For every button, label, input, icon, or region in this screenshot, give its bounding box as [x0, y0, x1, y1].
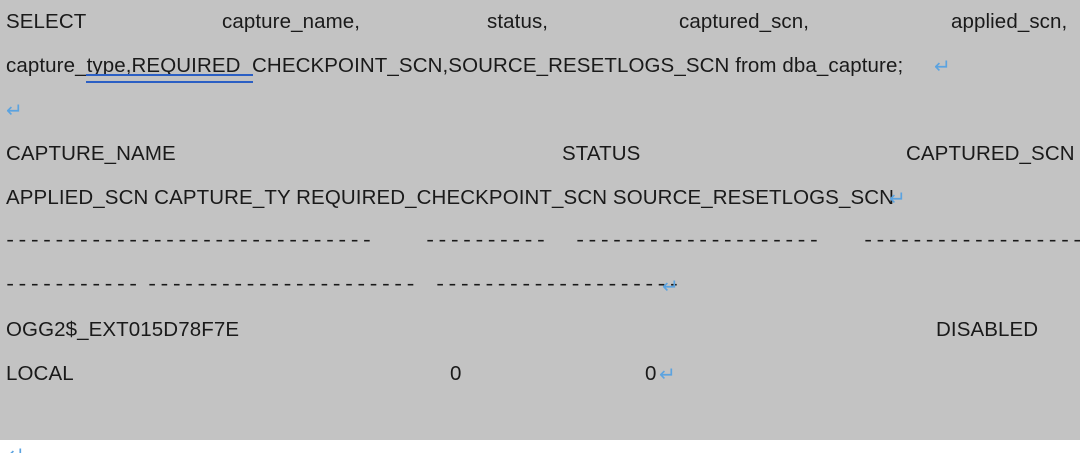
separator-line-2: ----------------------------------------…	[0, 264, 1080, 308]
data-row-line-2-segment-1: 0	[450, 362, 462, 385]
paragraph-return-icon: ↵	[934, 54, 951, 78]
separator-line-2-segment-2: --------------------	[434, 274, 681, 297]
separator-line-1-segment-3: --------------------	[862, 230, 1080, 253]
sql-line-1-segment-2: status,	[487, 10, 549, 33]
separator-line-1-segment-2: --------------------	[574, 230, 821, 253]
text-selection-highlight[interactable]	[0, 0, 1080, 440]
paragraph-return-icon: ↵	[659, 362, 676, 386]
output-header-line-2: APPLIED_SCN CAPTURE_TY REQUIRED_CHECKPOI…	[0, 176, 1080, 220]
data-row-line-2-segment-0: LOCAL	[6, 362, 74, 385]
sql-line-1-segment-0: SELECT	[6, 10, 87, 33]
separator-line-1-segment-1: ----------	[424, 230, 548, 253]
sql-line-1-segment-3: captured_scn,	[679, 10, 810, 33]
separator-line-1-segment-0: ------------------------------	[4, 230, 374, 253]
paragraph-return-icon: ↵	[662, 274, 679, 298]
data-row-line-2-segment-2: 0	[645, 362, 657, 385]
sql-line-1-segment-4: applied_scn,	[951, 10, 1068, 33]
data-row-line-1-segment-0: OGG2$_EXT015D78F7E	[6, 318, 240, 341]
blank-line-1: ↵	[0, 88, 1080, 132]
separator-line-2-segment-1: ----------------------	[146, 274, 417, 297]
paragraph-return-icon: ↵	[889, 186, 906, 210]
separator-line-1: ----------------------------------------…	[0, 220, 1080, 264]
data-row-line-1-segment-1: DISABLED	[936, 318, 1039, 341]
document-text-area[interactable]: SELECT capture_name, status, captured_scn, a…	[0, 0, 1080, 396]
grammar-underline-marker	[86, 74, 253, 83]
paragraph-return-icon: ↵	[6, 98, 23, 122]
output-header-line-1-segment-2: CAPTURED_SCN	[906, 142, 1075, 165]
sql-line-1: SELECT capture_name, status, captured_scn, a…	[0, 0, 1080, 44]
data-row-line-1: OGG2$_EXT015D78F7E DISABLED	[0, 308, 1080, 352]
sql-line-2-segment-0: capture_type,REQUIRED_CHECKPOINT_SCN,SOU…	[6, 54, 904, 77]
output-header-line-1: CAPTURE_NAME STATUS CAPTURED_SCN	[0, 132, 1080, 176]
partial-return-mark-icon: ↵	[8, 444, 25, 453]
sql-line-1-segment-1: capture_name,	[222, 10, 361, 33]
output-header-line-1-segment-1: STATUS	[562, 142, 641, 165]
separator-line-2-segment-0: -----------	[4, 274, 140, 297]
sql-line-2: capture_type,REQUIRED_CHECKPOINT_SCN,SOU…	[0, 44, 1080, 88]
output-header-line-1-segment-0: CAPTURE_NAME	[6, 142, 176, 165]
output-header-line-2-segment-0: APPLIED_SCN CAPTURE_TY REQUIRED_CHECKPOI…	[6, 186, 895, 209]
